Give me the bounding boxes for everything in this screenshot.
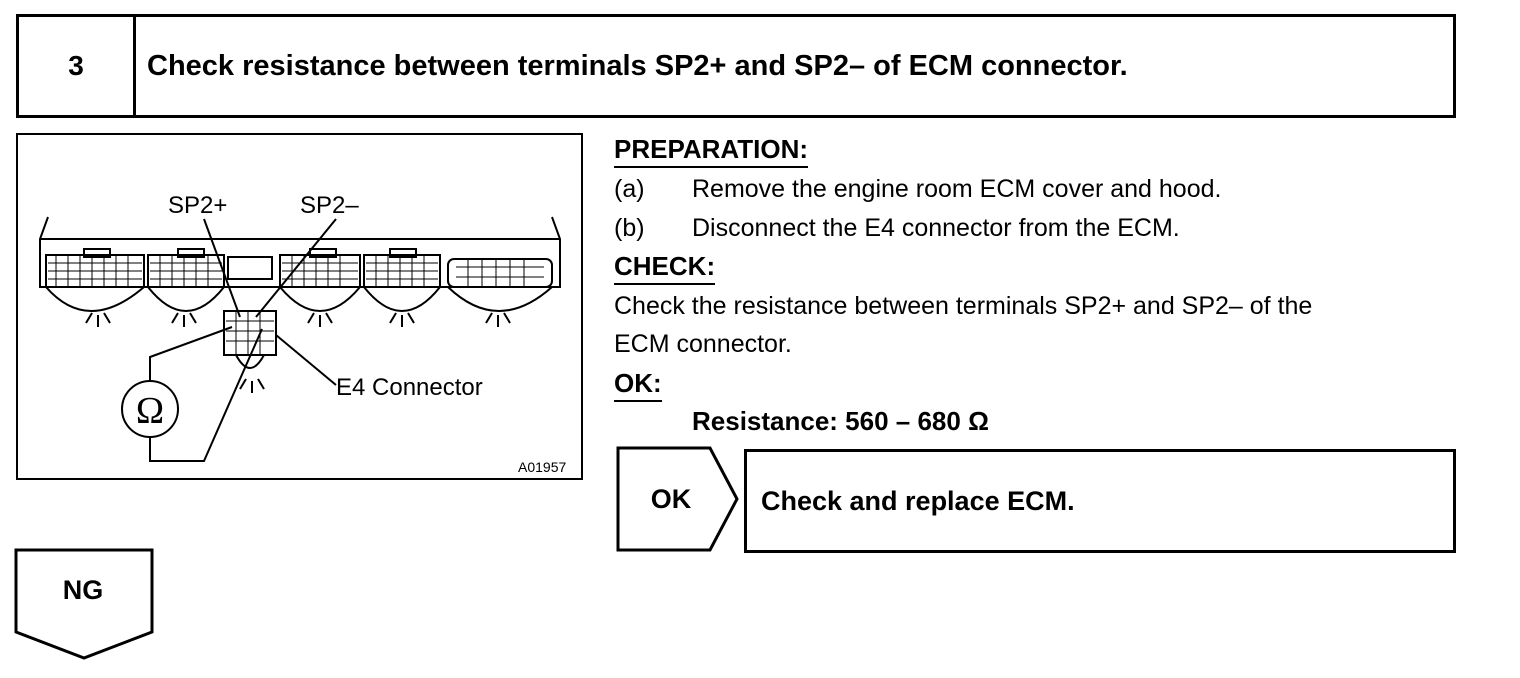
sp2-plus-label: SP2+ — [168, 192, 227, 219]
e4-harness — [235, 354, 265, 369]
prep-item-a-text: Remove the engine room ECM cover and hoo… — [692, 175, 1222, 203]
ok-action-box: Check and replace ECM. — [744, 449, 1456, 553]
check-line-2: ECM connector. — [614, 330, 792, 358]
test-lead-2 — [149, 328, 263, 462]
sp2-plus-leader — [203, 218, 241, 318]
step-title: Check resistance between terminals SP2+ … — [147, 49, 1128, 82]
prep-item-b-text: Disconnect the E4 connector from the ECM… — [692, 214, 1180, 242]
sp2-minus-label: SP2– — [300, 192, 359, 219]
ok-heading: OK: — [614, 368, 662, 402]
harness-curve — [279, 286, 361, 312]
connector-1-pins — [48, 255, 142, 287]
connector-4-pins — [366, 255, 438, 287]
connector-1 — [45, 254, 145, 288]
e4-connector-label: E4 Connector — [336, 374, 483, 401]
harness-curve — [147, 286, 225, 312]
connector-tab — [83, 248, 111, 258]
connector-3 — [279, 254, 361, 288]
wire-ends — [485, 312, 511, 327]
ohm-icon: Ω — [136, 390, 164, 432]
step-header: 3 Check resistance between terminals SP2… — [16, 14, 1456, 118]
prep-item-b-marker: (b) — [614, 214, 645, 242]
preparation-heading: PREPARATION: — [614, 134, 809, 168]
harness-curve — [45, 286, 145, 312]
wire-ends — [85, 312, 111, 327]
ecm-connector-figure: SP2+ SP2– E4 Connector Ω A01957 — [16, 133, 583, 480]
harness-curve — [363, 286, 441, 312]
ng-arrow-icon — [14, 548, 154, 660]
resistance-spec: Resistance: 560 – 680 Ω — [692, 406, 989, 436]
ok-arrow-icon — [616, 446, 739, 552]
check-line-1: Check the resistance between terminals S… — [614, 292, 1313, 320]
e4-wire-ends — [239, 378, 265, 393]
wire-ends — [389, 312, 415, 327]
e4-leader — [275, 334, 337, 386]
e4-connector-pins — [226, 311, 274, 355]
connector-tab — [309, 248, 337, 258]
check-heading: CHECK: — [614, 251, 716, 285]
figure-id: A01957 — [518, 459, 566, 475]
ecm-center-slot — [227, 256, 273, 280]
ecm-connector-illustration: SP2+ SP2– E4 Connector Ω A01957 — [39, 192, 566, 475]
sp2-minus-leader — [255, 218, 337, 318]
wire-ends — [171, 312, 197, 327]
connector-5 — [447, 258, 553, 288]
connector-3-pins — [282, 255, 358, 287]
ok-action-text: Check and replace ECM. — [761, 485, 1075, 516]
wire-ends — [307, 312, 333, 327]
harness-curve — [447, 286, 553, 312]
ng-label: NG — [62, 574, 104, 605]
step-number: 3 — [19, 17, 136, 115]
connector-tab — [177, 248, 205, 258]
e4-connector-body — [223, 310, 277, 356]
connector-2-pins — [150, 255, 222, 287]
connector-4 — [363, 254, 441, 288]
prep-item-a-marker: (a) — [614, 175, 645, 203]
ok-label: OK — [650, 483, 692, 514]
connector-5-pins — [456, 259, 544, 287]
connector-tab — [389, 248, 417, 258]
test-lead-1 — [149, 326, 233, 381]
